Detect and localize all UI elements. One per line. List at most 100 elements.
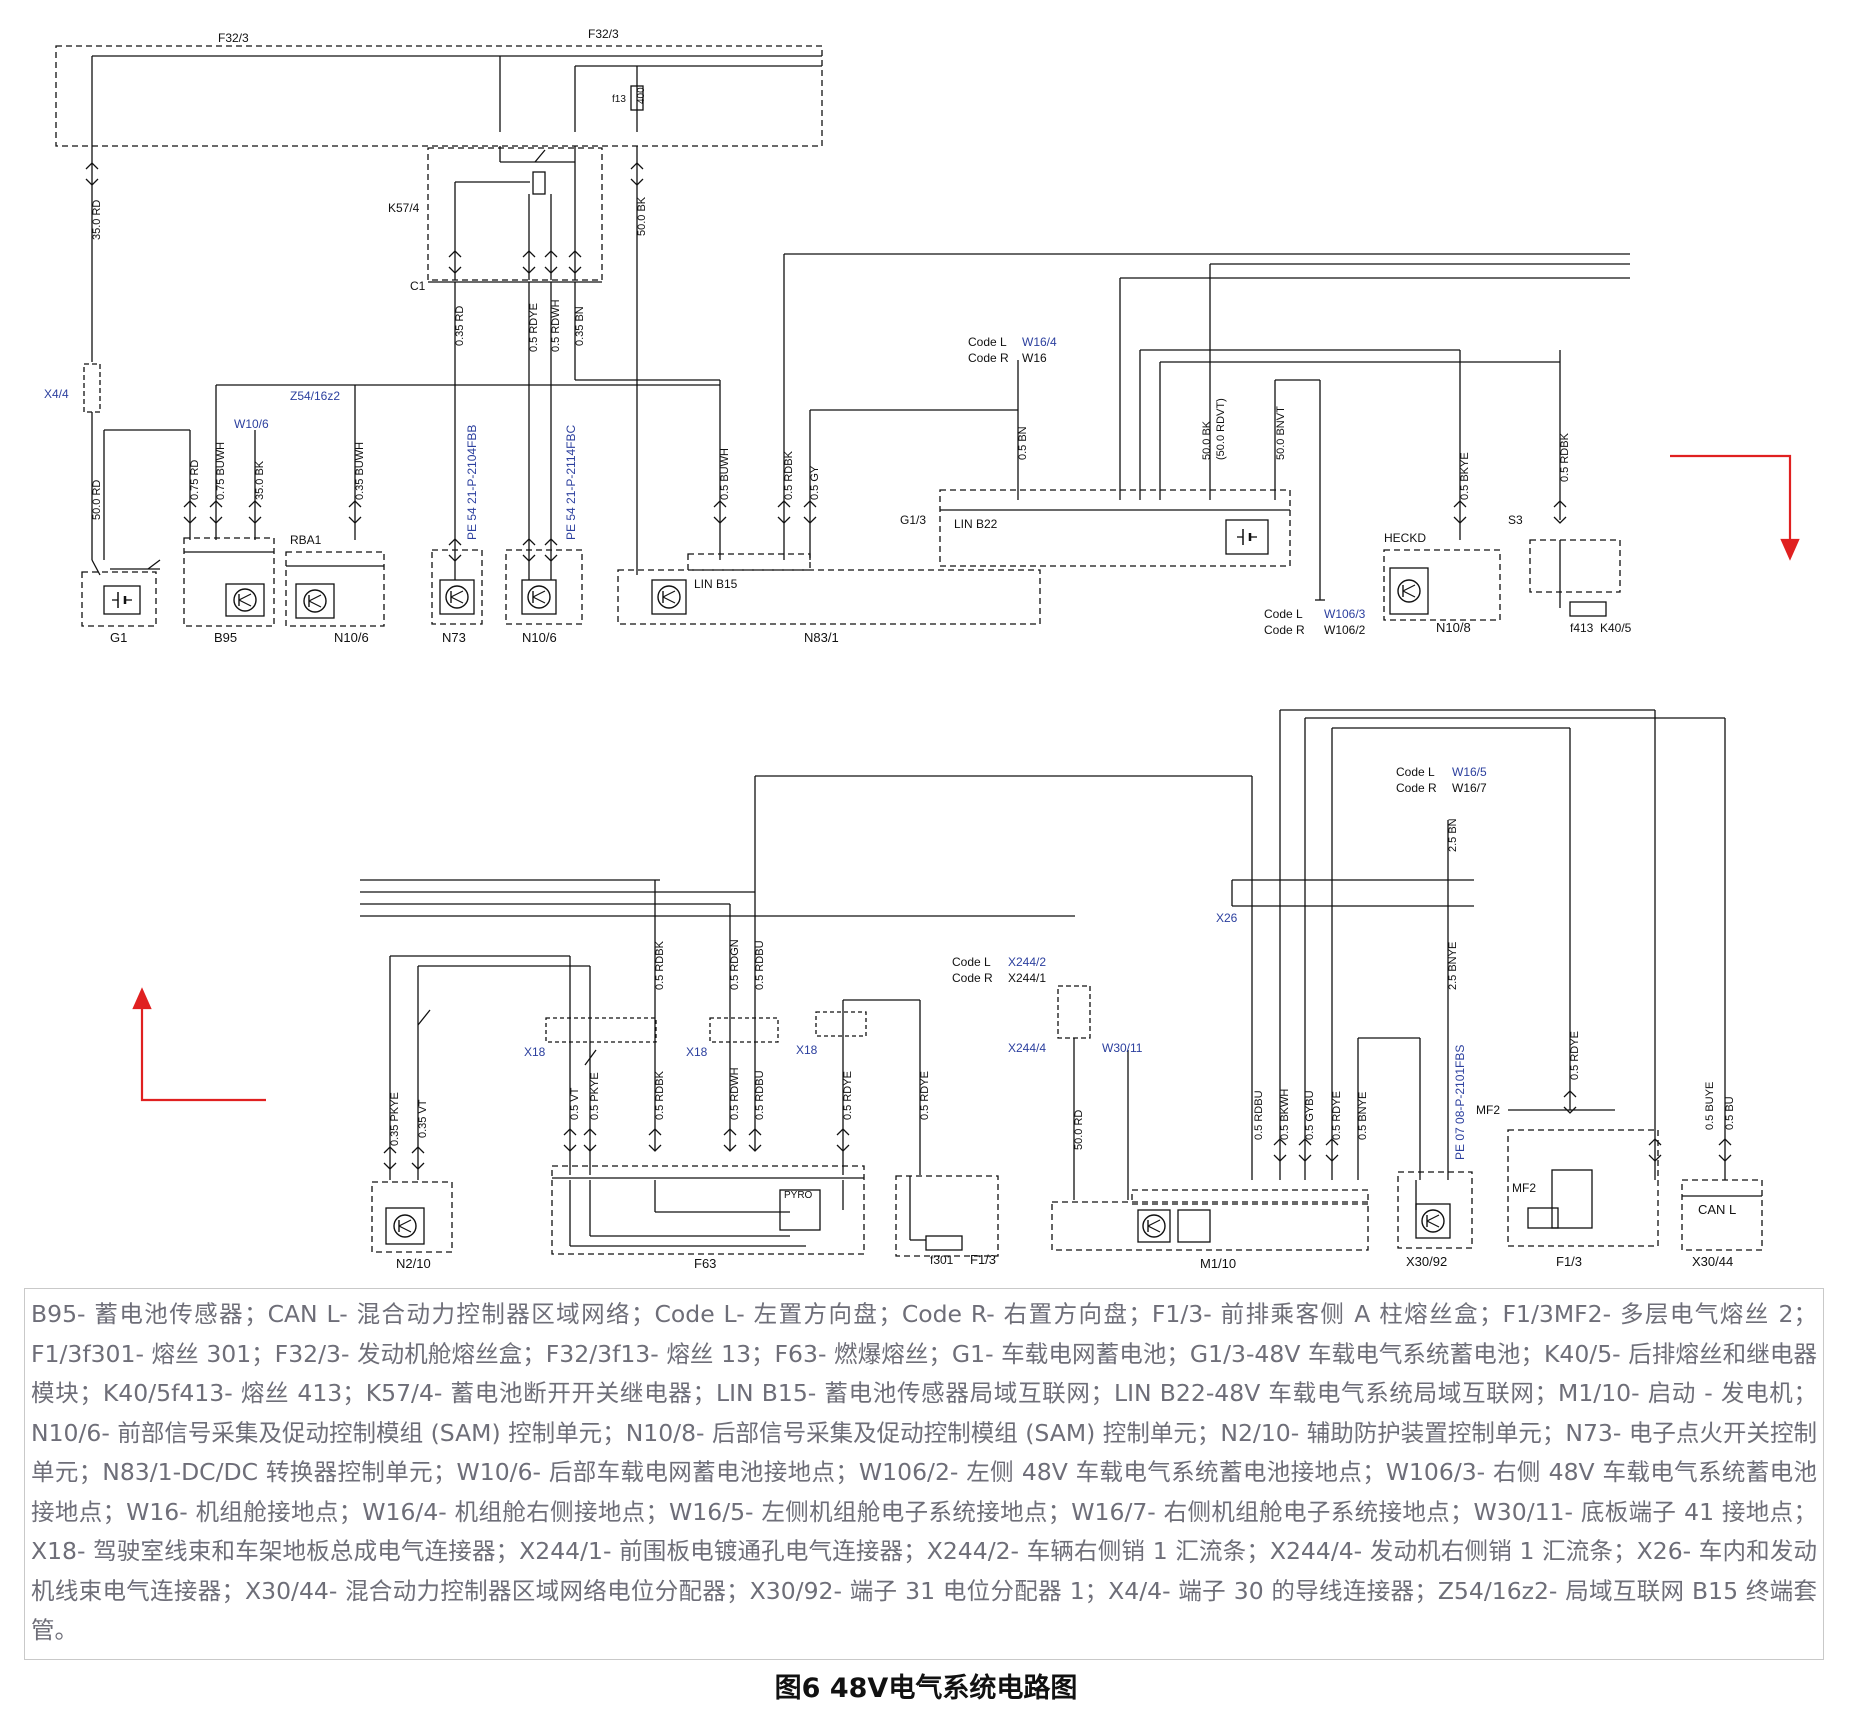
wire-05pkye: 0.5 PKYE [589, 1072, 601, 1120]
component-f13: F1/3 [970, 1252, 996, 1267]
component-n108: N10/8 [1436, 620, 1471, 635]
component-n210: N2/10 [396, 1256, 431, 1271]
component-x3044: X30/44 [1692, 1254, 1733, 1269]
wire-05vt: 0.5 VT [569, 1087, 581, 1120]
busbar-x244-2-label: X244/2 [1008, 955, 1046, 969]
wire-05rdye: 0.5 RDYE [842, 1071, 854, 1120]
fuse-f13-amps: 400 [636, 87, 647, 104]
wire-50bnvt: 50.0 BNVT [1275, 406, 1287, 460]
pe-2114-label: PE 54 21-P-2114FBC [564, 424, 578, 540]
wire-05rdgn: 0.5 RDGN [729, 939, 741, 990]
connector-x18b-label: X18 [686, 1045, 708, 1059]
connector-x44-label: X4/4 [44, 387, 69, 401]
wire-05rdye3: 0.5 RDYE [1331, 1091, 1343, 1140]
wire-05bn: 0.5 BN [1017, 426, 1029, 460]
wire-05rdwh: 0.5 RDWH [550, 299, 562, 352]
wire-50rd: 50.0 RD [1073, 1110, 1085, 1150]
wire-35bk: 35.0 BK [254, 460, 266, 500]
circuit-diagram: F32/3 F32/3 f13 400 K57/4 C1 X4/4 Z54/16… [44, 27, 1800, 1271]
ground-w16-4-label: W16/4 [1022, 335, 1057, 349]
code-r-label-2: Code R [1264, 623, 1305, 637]
wire-05gybu: 0.5 GYBU [1304, 1090, 1316, 1140]
fuse-f13-label: f13 [612, 94, 626, 105]
battery-g13-label: G1/3 [900, 513, 926, 527]
connector-x18a-label: X18 [524, 1045, 546, 1059]
lin-b15-label: LIN B15 [694, 577, 738, 591]
pe-2104-label: PE 54 21-P-2104FBB [465, 425, 479, 540]
module-k405-label: K40/5 [1600, 621, 1632, 635]
wire-035pkye: 0.35 PKYE [389, 1092, 401, 1146]
code-r-label: Code R [968, 351, 1009, 365]
wire-05rdye4: 0.5 RDYE [1569, 1031, 1581, 1080]
wire-05buwh: 0.5 BUWH [719, 448, 731, 500]
wire-035rd: 0.35 RD [454, 306, 466, 346]
code-r-label-3: Code R [1396, 781, 1437, 795]
wire-05rdye: 0.5 RDYE [528, 303, 540, 352]
legend-box: B95- 蓄电池传感器；CAN L- 混合动力控制器区域网络；Code L- 左… [24, 1288, 1824, 1660]
code-l-label: Code L [968, 335, 1007, 349]
rba1-label: RBA1 [290, 533, 322, 547]
component-m110: M1/10 [1200, 1256, 1236, 1271]
heckd-label: HECKD [1384, 531, 1426, 545]
figure-caption: 图6 48V电气系统电路图 [774, 1673, 1078, 1704]
wire-05buye: 0.5 BUYE [1704, 1082, 1716, 1130]
component-b95: B95 [214, 630, 237, 645]
can-l-label: CAN L [1698, 1202, 1736, 1217]
wire-035bn: 0.35 BN [574, 306, 586, 346]
component-g1: G1 [110, 630, 127, 645]
fuse-box-label-1: F32/3 [218, 31, 249, 45]
wire-05bnye: 0.5 BNYE [1357, 1092, 1369, 1140]
ground-w16-label: W16 [1022, 351, 1047, 365]
relay-k57-label: K57/4 [388, 201, 420, 215]
fuse-mf2-label: MF2 [1476, 1103, 1500, 1117]
wire-035buwh: 0.35 BUWH [354, 442, 366, 500]
wire-50rdvt: (50.0 RDVT) [1215, 398, 1227, 460]
wire-05rdbu2: 0.5 RDBU [754, 1070, 766, 1120]
component-n106b: N10/6 [522, 630, 557, 645]
component-f13b: F1/3 [1556, 1254, 1582, 1269]
legend-text: B95- 蓄电池传感器；CAN L- 混合动力控制器区域网络；Code L- 左… [31, 1300, 1817, 1644]
sleeve-z54-label: Z54/16z2 [290, 389, 340, 403]
wire-05bkye: 0.5 BKYE [1459, 452, 1471, 500]
pe-2101-label: PE 07 08-P-2101FBS [1453, 1045, 1467, 1160]
connector-c1-label: C1 [410, 279, 426, 293]
busbar-x244-1-label: X244/1 [1008, 971, 1046, 985]
wire-05bkwh: 0.5 BKWH [1279, 1089, 1291, 1140]
component-x3092: X30/92 [1406, 1254, 1447, 1269]
s3-label: S3 [1508, 513, 1523, 527]
wire-50bk2: 50.0 BK [1201, 420, 1213, 460]
fuse-f301-label: f301 [930, 1253, 954, 1267]
wire-05rdbu3: 0.5 RDBU [1253, 1090, 1265, 1140]
code-l-label-2: Code L [1264, 607, 1303, 621]
wire-05rdbk2: 0.5 RDBK [1559, 432, 1571, 482]
wire-25bnye: 2.5 BNYE [1447, 942, 1459, 990]
wire-05rdwh: 0.5 RDWH [729, 1067, 741, 1120]
ground-w106-label: W10/6 [234, 417, 269, 431]
wire-035vt: 0.35 VT [417, 1099, 429, 1138]
busbar-x244-4-label: X244/4 [1008, 1041, 1046, 1055]
code-r-label-4: Code R [952, 971, 993, 985]
fuse-box-label-2: F32/3 [588, 27, 619, 41]
code-l-label-3: Code L [1396, 765, 1435, 779]
pyro-label: PYRO [784, 1190, 813, 1201]
fuse-f413-label: f413 [1570, 621, 1594, 635]
wire-05rdbk: 0.5 RDBK [783, 450, 795, 500]
component-n831: N83/1 [804, 630, 839, 645]
component-f63: F63 [694, 1256, 716, 1271]
ground-w3011-label: W30/11 [1102, 1041, 1143, 1055]
wire-25bn: 2.5 BN [1447, 818, 1459, 852]
wire-05rdbk-b: 0.5 RDBK [654, 1070, 666, 1120]
wire-35rd: 35.0 RD [91, 200, 103, 240]
wire-05bu: 0.5 BU [1724, 1096, 1736, 1130]
connector-x26-label: X26 [1216, 911, 1238, 925]
component-n73: N73 [442, 630, 466, 645]
wire-075buwh: 0.75 BUWH [215, 442, 227, 500]
ground-w106-3-label: W106/3 [1324, 607, 1366, 621]
wire-50bk-top: 50.0 BK [636, 196, 648, 236]
wire-05rdye2: 0.5 RDYE [919, 1071, 931, 1120]
ground-w106-2-label: W106/2 [1324, 623, 1366, 637]
connector-x18c-label: X18 [796, 1043, 818, 1057]
wire-05rdbk: 0.5 RDBK [654, 940, 666, 990]
wire-075rd: 0.75 RD [189, 460, 201, 500]
ground-w16-5-label: W16/5 [1452, 765, 1487, 779]
